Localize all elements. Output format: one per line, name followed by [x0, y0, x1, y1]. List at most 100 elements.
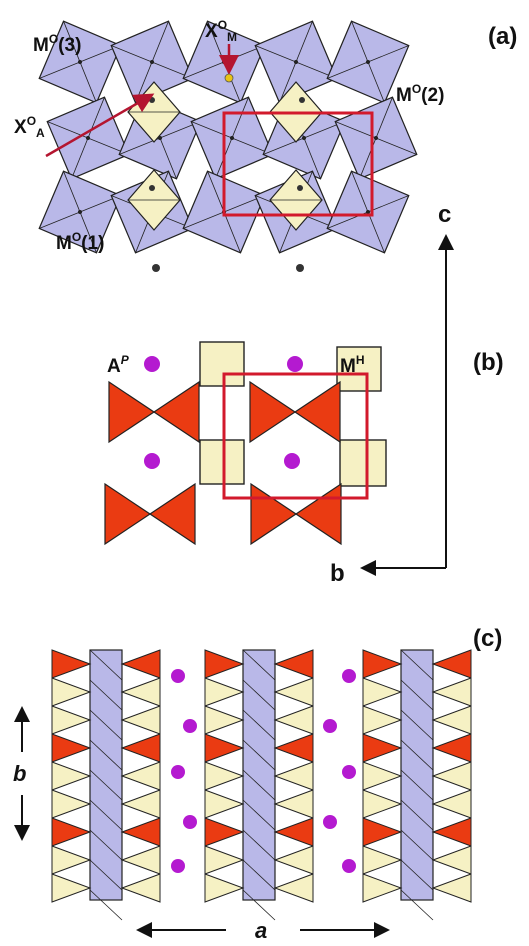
tetrahedron: [250, 482, 298, 546]
chain-edge: [242, 829, 276, 861]
tetrahedron: [431, 733, 472, 763]
ap-atom: [183, 815, 197, 829]
yellow-polyhedron: [362, 873, 403, 903]
tetrahedron: [249, 380, 297, 444]
tetrahedron: [431, 649, 472, 679]
tetrahedron: [120, 733, 161, 763]
panel-a-tag: (a): [488, 23, 517, 50]
chain-edge: [242, 649, 276, 681]
ap-atom: [287, 356, 303, 372]
yellow-polyhedron: [51, 761, 92, 791]
yellow-polyhedron: [120, 789, 161, 819]
ap-atom: [183, 719, 197, 733]
chain-edge: [400, 859, 434, 891]
tetrahedron: [104, 482, 152, 546]
chain-edge: [400, 829, 434, 861]
octahedral-chain: [400, 649, 434, 901]
tetrahedron: [148, 482, 196, 546]
tetrahedron: [51, 649, 92, 679]
bridging-atom: [149, 185, 155, 191]
unit-cell-box-a: [222, 111, 374, 217]
chain-edge: [242, 889, 276, 921]
chain-edge: [89, 769, 123, 801]
chain-edge: [89, 709, 123, 741]
chain-edge: [400, 769, 434, 801]
chain-edge: [242, 859, 276, 891]
ap-atom: [144, 453, 160, 469]
chain-edge: [242, 799, 276, 831]
ap-atom: [323, 719, 337, 733]
yellow-polyhedron: [273, 677, 314, 707]
yellow-polyhedron: [204, 873, 245, 903]
yellow-polyhedron: [204, 789, 245, 819]
terminal-atom: [152, 264, 160, 272]
yellow-polyhedron: [431, 705, 472, 735]
yellow-polyhedron: [51, 873, 92, 903]
tetrahedron: [273, 817, 314, 847]
mh-label: MH: [340, 353, 365, 377]
yellow-polyhedron: [204, 705, 245, 735]
chain-edge: [89, 679, 123, 711]
bridging-atom: [297, 185, 303, 191]
octahedron-center-atom: [230, 136, 234, 140]
chain-edge: [89, 829, 123, 861]
yellow-polyhedron: [120, 705, 161, 735]
yellow-polyhedron: [51, 845, 92, 875]
tetrahedron: [362, 649, 403, 679]
octahedron-center-atom: [222, 60, 226, 64]
chain-edge: [89, 799, 123, 831]
ap-atom: [342, 669, 356, 683]
unit-cell-box-b: [222, 372, 369, 500]
yellow-polyhedron: [273, 705, 314, 735]
yellow-polyhedron: [120, 677, 161, 707]
octahedron-center-atom: [150, 60, 154, 64]
ap-atom: [171, 669, 185, 683]
yellow-polyhedron: [431, 873, 472, 903]
tetrahedron: [204, 817, 245, 847]
tetrahedron: [204, 649, 245, 679]
ap-atom: [342, 765, 356, 779]
yellow-polyhedron: [431, 845, 472, 875]
yellow-polyhedron: [120, 873, 161, 903]
octahedron-center-atom: [78, 210, 82, 214]
a-axis-italic-label: a: [255, 918, 267, 943]
yellow-polyhedron: [362, 789, 403, 819]
chain-edge: [400, 679, 434, 711]
ap-atom: [323, 815, 337, 829]
tetrahedron: [431, 817, 472, 847]
mo3-label: MO(3): [33, 32, 81, 56]
ap-label: AP: [107, 353, 130, 377]
tetrahedron: [362, 733, 403, 763]
chain-edge: [400, 799, 434, 831]
chain-edge: [400, 649, 434, 681]
yellow-polyhedron: [204, 845, 245, 875]
yellow-polyhedron: [362, 705, 403, 735]
octahedron-center-atom: [294, 60, 298, 64]
tetrahedron: [204, 733, 245, 763]
yellow-polyhedron: [362, 845, 403, 875]
yellow-polyhedron: [51, 789, 92, 819]
chain-edge: [89, 649, 123, 681]
tetrahedron: [294, 482, 342, 546]
tetrahedron: [293, 380, 341, 444]
ap-atom: [284, 453, 300, 469]
yellow-polyhedron: [273, 873, 314, 903]
chain-edge: [242, 739, 276, 771]
tetrahedron: [273, 733, 314, 763]
chain-edge: [89, 859, 123, 891]
tetrahedron: [51, 733, 92, 763]
chain-edge: [400, 739, 434, 771]
yellow-polyhedron: [431, 789, 472, 819]
chain-edge: [400, 889, 434, 921]
xom-label: XOM: [205, 18, 237, 44]
tetrahedron: [273, 649, 314, 679]
bridging-atom: [149, 97, 155, 103]
yellow-polyhedron: [273, 845, 314, 875]
yellow-polyhedron: [273, 761, 314, 791]
yellow-polyhedron: [431, 761, 472, 791]
c-axis-label: c: [438, 201, 451, 228]
octahedron-center-atom: [374, 136, 378, 140]
yellow-polyhedron: [273, 789, 314, 819]
ap-atom: [144, 356, 160, 372]
